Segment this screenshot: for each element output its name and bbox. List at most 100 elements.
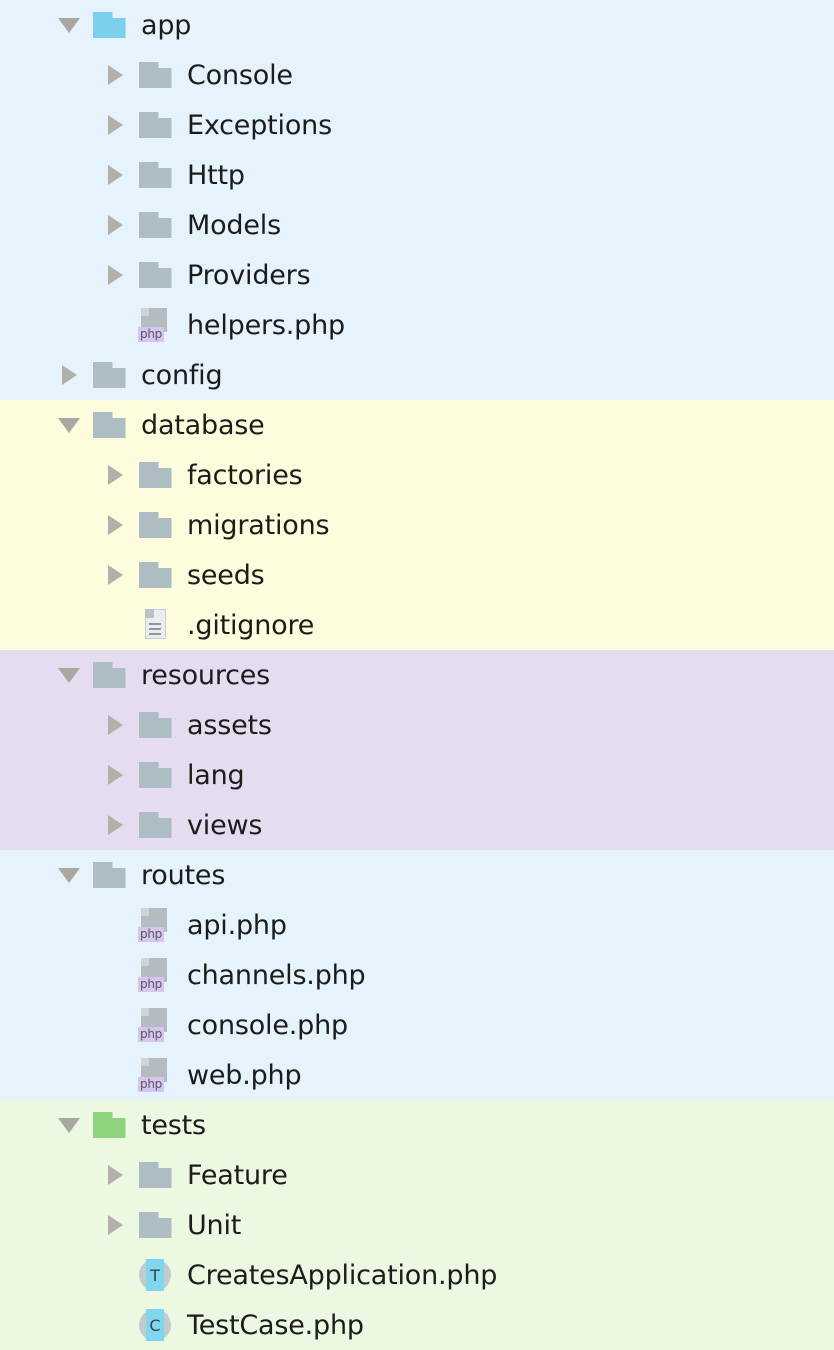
tree-row[interactable]: routes [0,850,834,900]
folder-icon [132,457,178,493]
tree-row-label: migrations [187,509,330,541]
tree-row[interactable]: .gitignore [0,600,834,650]
chevron-right-icon[interactable] [98,708,132,742]
folder-icon [132,707,178,743]
tree-row-label: assets [187,709,272,741]
chevron-down-icon[interactable] [52,408,86,442]
tree-row[interactable]: Unit [0,1200,834,1250]
tree-row[interactable]: php web.php [0,1050,834,1100]
chevron-right-icon[interactable] [98,558,132,592]
chevron-down-icon[interactable] [52,858,86,892]
chevron-right-icon[interactable] [98,58,132,92]
chevron-down-icon[interactable] [52,1108,86,1142]
folder-icon [86,657,132,693]
tree-row[interactable]: resources [0,650,834,700]
tree-row[interactable]: Exceptions [0,100,834,150]
php-file-icon: php [132,1007,178,1043]
tree-row-label: resources [141,659,271,691]
tree-row-label: Unit [187,1209,242,1241]
chevron-right-icon[interactable] [98,458,132,492]
tree-row[interactable]: database [0,400,834,450]
tree-row[interactable]: migrations [0,500,834,550]
tree-row-label: seeds [187,559,265,591]
tree-row-label: routes [141,859,226,891]
chevron-right-icon[interactable] [98,1158,132,1192]
folder-icon [86,857,132,893]
twisty-spacer [98,308,132,342]
tree-row[interactable]: php console.php [0,1000,834,1050]
php-class-icon: C [132,1307,178,1343]
chevron-right-icon[interactable] [98,1208,132,1242]
tree-row[interactable]: C TestCase.php [0,1300,834,1350]
tree-row-label: views [187,809,263,841]
chevron-down-icon[interactable] [52,658,86,692]
tree-row[interactable]: Console [0,50,834,100]
tree-row[interactable]: config [0,350,834,400]
tree-row-label: helpers.php [187,309,345,341]
twisty-spacer [98,908,132,942]
php-file-icon: php [132,307,178,343]
tree-row[interactable]: Feature [0,1150,834,1200]
tree-row[interactable]: views [0,800,834,850]
tree-row-label: api.php [187,909,287,941]
tree-row-label: console.php [187,1009,348,1041]
php-badge-label: php [138,1077,164,1092]
tree-row[interactable]: php channels.php [0,950,834,1000]
class-icon-letter: T [150,1265,160,1285]
twisty-spacer [98,1008,132,1042]
tree-row-label: Models [187,209,281,241]
text-file-icon [132,607,178,643]
php-trait-icon: T [132,1257,178,1293]
tree-row-label: Exceptions [187,109,332,141]
twisty-spacer [98,608,132,642]
tree-row[interactable]: Models [0,200,834,250]
folder-icon [86,1107,132,1143]
tree-row-label: .gitignore [187,609,315,641]
tree-row-label: Feature [187,1159,288,1191]
tree-row-label: TestCase.php [187,1309,364,1341]
tree-row-label: Http [187,159,245,191]
chevron-right-icon[interactable] [98,808,132,842]
folder-icon [132,57,178,93]
php-badge-label: php [138,1027,164,1042]
chevron-right-icon[interactable] [98,508,132,542]
twisty-spacer [98,1308,132,1342]
chevron-down-icon[interactable] [52,8,86,42]
folder-icon [86,7,132,43]
tree-row[interactable]: assets [0,700,834,750]
folder-icon [132,757,178,793]
tree-row[interactable]: lang [0,750,834,800]
chevron-right-icon[interactable] [98,108,132,142]
tree-row[interactable]: tests [0,1100,834,1150]
php-file-icon: php [132,957,178,993]
folder-icon [132,157,178,193]
tree-row[interactable]: seeds [0,550,834,600]
chevron-right-icon[interactable] [98,158,132,192]
folder-icon [86,357,132,393]
tree-row-label: web.php [187,1059,302,1091]
tree-row[interactable]: php helpers.php [0,300,834,350]
folder-icon [132,1157,178,1193]
chevron-right-icon[interactable] [98,758,132,792]
chevron-right-icon[interactable] [98,208,132,242]
tree-row[interactable]: Http [0,150,834,200]
tree-row-label: tests [141,1109,206,1141]
class-icon-letter: C [149,1315,161,1335]
tree-row-label: database [141,409,265,441]
tree-row-label: lang [187,759,245,791]
folder-icon [132,807,178,843]
twisty-spacer [98,1258,132,1292]
tree-row-label: channels.php [187,959,366,991]
tree-row[interactable]: app [0,0,834,50]
tree-row[interactable]: Providers [0,250,834,300]
tree-row-label: Console [187,59,293,91]
chevron-right-icon[interactable] [52,358,86,392]
twisty-spacer [98,1058,132,1092]
tree-row-label: app [141,9,192,41]
tree-row[interactable]: factories [0,450,834,500]
php-badge-label: php [138,327,164,342]
chevron-right-icon[interactable] [98,258,132,292]
